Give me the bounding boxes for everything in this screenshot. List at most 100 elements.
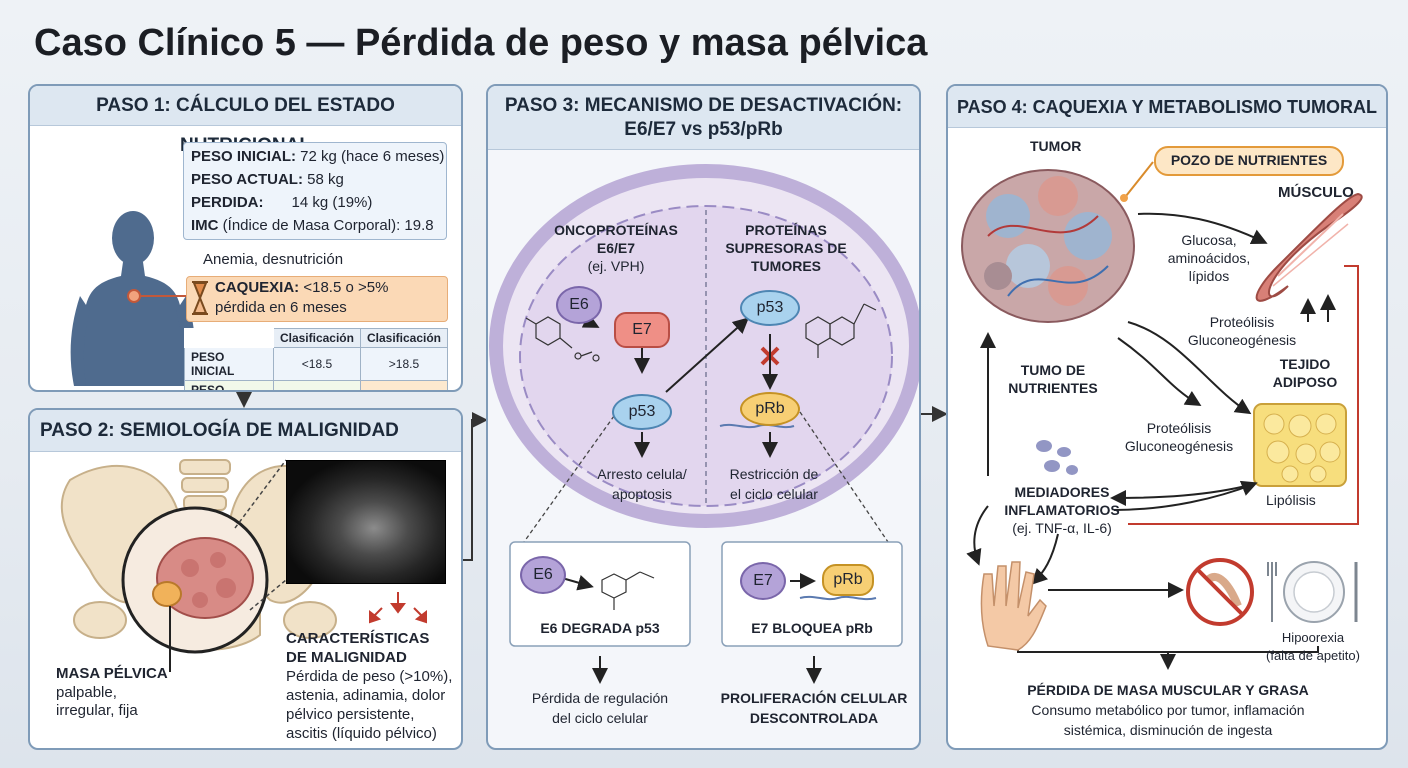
tumo-line2: NUTRIENTES [1008,380,1098,396]
caquexia-line2: pérdida en 6 meses [215,299,347,316]
peso-inicial-line: PESO INICIAL: 72 kg (hace 6 meses) [191,148,444,165]
muscle-icon [1255,192,1363,302]
classification-table: Clasificación Clasificación PESO INICIAL… [184,328,449,390]
masa-line2: irregular, fija [56,702,138,719]
tumor-label: TUMOR [1030,138,1082,154]
perdida-line1: Pérdida de regulación [531,690,669,706]
weight-data-box [183,142,447,240]
perdida-line2: del ciclo celular [552,710,648,726]
paso2-header: PASO 2: SEMIOLOGÍA DE MALIGNIDAD [30,410,461,452]
table-cell: PESO INICIAL [184,347,274,381]
caquexia-label: CAQUEXIA: [215,279,300,296]
perdida-line: PERDIDA: 14 kg (19%) [191,194,372,211]
arrow-paso2-paso3 [463,412,488,561]
paso3-header-line1: PASO 3: MECANISMO DE DESACTIVACIÓN: [504,95,903,116]
carac-line2: astenia, adinamia, dolor [286,687,446,704]
restr-line2: el ciclo celular [730,486,818,502]
mediadores-line1: MEDIADORES [1014,484,1110,500]
imc-label: IMC [191,217,219,234]
hipoorexia-line2: (falta de apetito) [1266,648,1360,663]
final-line2: sistémica, disminución de ingesta [1063,722,1273,738]
final-line1: Consumo metabólico por tumor, inflamació… [1031,702,1305,718]
hipoorexia-line1: Hipoorexia [1281,630,1345,645]
table-cell: 19% [359,380,449,390]
restr-line1: Restricción de [729,466,819,482]
carac-line4: ascitis (líquido pélvico) [286,725,437,742]
node-p53-left: p53 [612,394,672,430]
tumo-line1: TUMO DE [1020,362,1086,378]
metabolism-diagram [961,161,1363,750]
paso4-header: PASO 4: CAQUEXIA Y METABOLISMO TUMORAL [948,86,1386,128]
gluconeo2-label: Gluconeogénesis [1124,438,1234,454]
pozo-label: POZO DE NUTRIENTES [1170,152,1328,168]
imc-line: IMC (Índice de Masa Corporal): 19.8 [191,217,434,234]
fork-icon [1267,562,1277,622]
molecule-right [805,303,877,358]
peso-inicial-value: 72 kg (hace 6 meses) [296,148,445,165]
supr-title1: PROTEÍNAS [745,222,827,238]
carac-title1: CARACTERÍSTICAS [286,630,430,647]
molecule-left [525,316,600,362]
perdida-label: PERDIDA: [191,194,264,211]
table-header-row: Clasificación Clasificación [184,328,449,348]
woman-silhouette-icon [70,211,196,386]
panel-paso2: PASO 2: SEMIOLOGÍA DE MALIGNIDAD [28,408,463,750]
node-e7: E7 [614,312,670,348]
hand-icon [980,561,1047,651]
panel-paso1: PASO 1: CÁLCULO DEL ESTADO NUTRICIONAL P… [28,84,463,392]
carac-title2: DE MALIGNIDAD [286,649,407,666]
page-title: Caso Clínico 5 — Pérdida de peso y masa … [34,22,928,64]
peso-actual-label: PESO ACTUAL: [191,171,303,188]
arresto-line2: apoptosis [612,486,672,502]
caquexia-value: <18.5 o >5% [299,279,389,296]
lipolisis-label: Lipólisis [1266,492,1316,508]
imc-value: (Índice de Masa Corporal): 19.8 [218,217,434,234]
plate-icon [1283,561,1345,623]
prolif-line2: DESCONTROLADA [749,710,879,726]
mediator-dots [1036,440,1078,475]
mediadores-line3: (ej. TNF-α, IL-6) [1012,520,1112,536]
panel-paso3: PASO 3: MECANISMO DE DESACTIVACIÓN: E6/E… [486,84,921,750]
supr-title2: SUPRESORAS DE [725,240,847,256]
tumor-icon [961,169,1135,323]
proteolisis1-label: Proteólisis [1209,314,1275,330]
arresto-line1: Arresto celula/ [597,466,687,482]
caquexia-line1: CAQUEXIA: <18.5 o >5% [215,279,388,296]
no-food-icon [1186,558,1254,626]
supr-title3: TUMORES [751,258,821,274]
table-row: PESO ACTUAL 58 kg 19% [184,380,449,390]
prolif-line1: PROLIFERACIÓN CELULAR [720,690,908,706]
box-e6-caption: E6 DEGRADA p53 [540,620,660,636]
node-p53-right: p53 [740,290,800,326]
box-e7-caption: E7 BLOQUEA pRb [751,620,873,636]
glucosa-line1: Glucosa, [1181,232,1237,248]
carac-line1: Pérdida de peso (>10%), [286,668,453,685]
cell-diagram [489,164,919,684]
perdida-value: 14 kg (19%) [291,194,373,211]
pelvic-mass [152,537,254,619]
node-e6: E6 [556,286,602,324]
hourglass-icon [192,281,208,315]
table-header: Clasificación [272,328,361,348]
carac-line3: pélvico persistente, [286,706,415,723]
glucosa-line2: aminoácidos, [1167,250,1251,266]
fat-tissue-icon [1253,403,1347,487]
anemia-text: Anemia, desnutrición [203,251,344,268]
onco-title2: E6/E7 [596,240,636,256]
pozo-box [1154,146,1344,176]
final-title: PÉRDIDA DE MASA MUSCULAR Y GRASA [1027,682,1309,698]
paso3-header-line2: E6/E7 vs p53/pRb [624,119,783,140]
caquexia-box [186,276,448,322]
masa-title: MASA PÉLVICA [56,665,168,682]
musculo-label: MÚSCULO [1278,184,1354,201]
box-node-prb: pRb [822,564,874,596]
gluconeo1-label: Gluconeogénesis [1187,332,1297,348]
mediadores-line2: INFLAMATORIOS [1004,502,1120,518]
proteolisis2-label: Proteólisis [1146,420,1212,436]
peso-inicial-label: PESO INICIAL: [191,148,297,165]
box-node-e6: E6 [520,556,566,594]
peso-actual-line: PESO ACTUAL: 58 kg [191,171,344,188]
glucosa-line3: lípidos [1188,268,1230,284]
box-node-e7: E7 [740,562,786,600]
